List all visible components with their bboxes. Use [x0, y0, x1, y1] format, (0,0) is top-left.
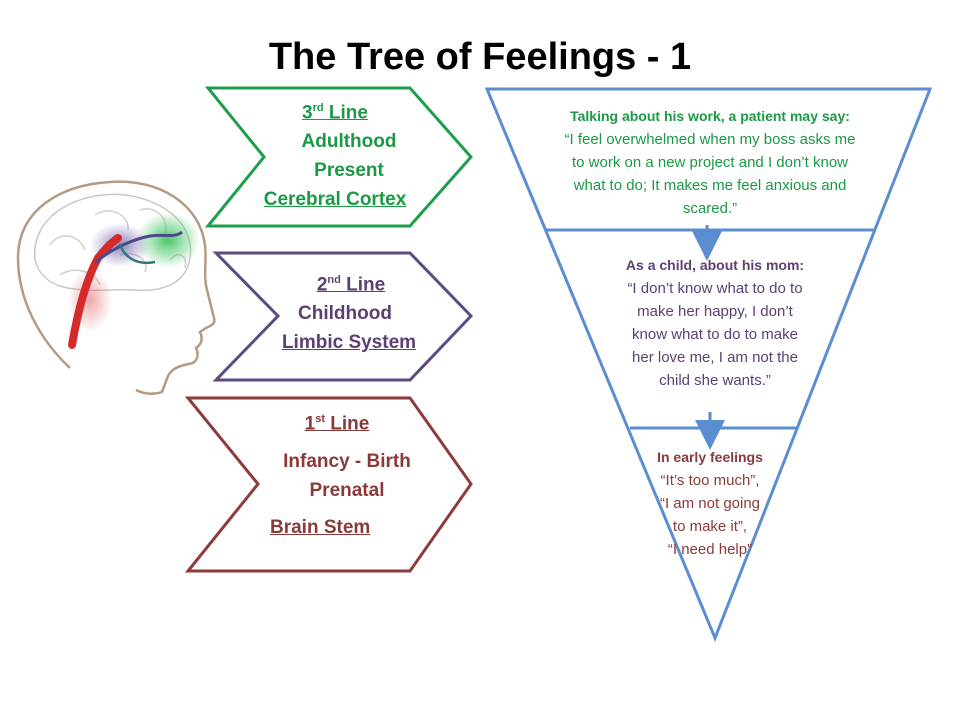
first-line-structure: Brain Stem: [270, 517, 371, 539]
early-feelings-line: “It’s too much”,: [660, 472, 760, 489]
first-line-stage1: Infancy - Birth: [283, 451, 411, 473]
slide-title: The Tree of Feelings - 1: [268, 36, 692, 78]
second-line-chevron: [212, 251, 474, 382]
child-quote: As a child, about his mom: “I don’t know…: [590, 254, 840, 392]
adult-quote-line: what to do; It makes me feel anxious and: [573, 177, 847, 194]
child-quote-line: know what to do to make: [632, 326, 798, 343]
brain-head-icon: [16, 180, 216, 395]
third-line-chevron: [204, 86, 474, 228]
first-line-heading: 1st Line: [304, 413, 370, 435]
third-line-heading: 3rd Line: [302, 102, 368, 124]
early-feelings-quote: In early feelings “It’s too much”, “I am…: [630, 446, 790, 561]
child-quote-lead: As a child, about his mom:: [625, 257, 805, 273]
early-feelings-line: “I am not going: [659, 495, 761, 512]
adult-quote-line: to work on a new project and I don’t kno…: [572, 154, 848, 171]
third-line-label: 3rd Line Adulthood Present Cerebral Cort…: [240, 94, 430, 214]
adult-quote-line: “I feel overwhelmed when my boss asks me: [564, 131, 856, 148]
adult-quote-line: scared.”: [682, 200, 738, 217]
first-line-stage2: Prenatal: [309, 480, 385, 502]
early-feelings-lead: In early feelings: [657, 449, 763, 465]
adult-quote: Talking about his work, a patient may sa…: [520, 105, 900, 220]
third-line-stage2: Present: [314, 160, 384, 182]
first-line-label: 1st Line Infancy - Birth Prenatal Brain …: [262, 405, 432, 542]
child-quote-line: child she wants.”: [659, 372, 771, 389]
first-line-chevron: [184, 396, 473, 573]
early-feelings-line: “I need help”: [667, 541, 753, 558]
second-line-structure: Limbic System: [281, 332, 417, 354]
third-line-structure: Cerebral Cortex: [263, 189, 407, 211]
second-line-stage1: Childhood: [298, 303, 392, 325]
adult-quote-lead: Talking about his work, a patient may sa…: [570, 108, 850, 124]
second-line-heading: 2nd Line: [316, 274, 386, 296]
early-feelings-line: to make it”,: [672, 518, 748, 535]
child-quote-line: make her happy, I don’t: [637, 303, 793, 320]
second-line-label: 2nd Line Childhood Limbic System: [265, 266, 425, 357]
child-quote-line: her love me, I am not the: [632, 349, 798, 366]
child-quote-line: “I don’t know what to do to: [627, 280, 803, 297]
third-line-stage1: Adulthood: [301, 131, 397, 153]
feelings-triangle: [484, 87, 933, 643]
